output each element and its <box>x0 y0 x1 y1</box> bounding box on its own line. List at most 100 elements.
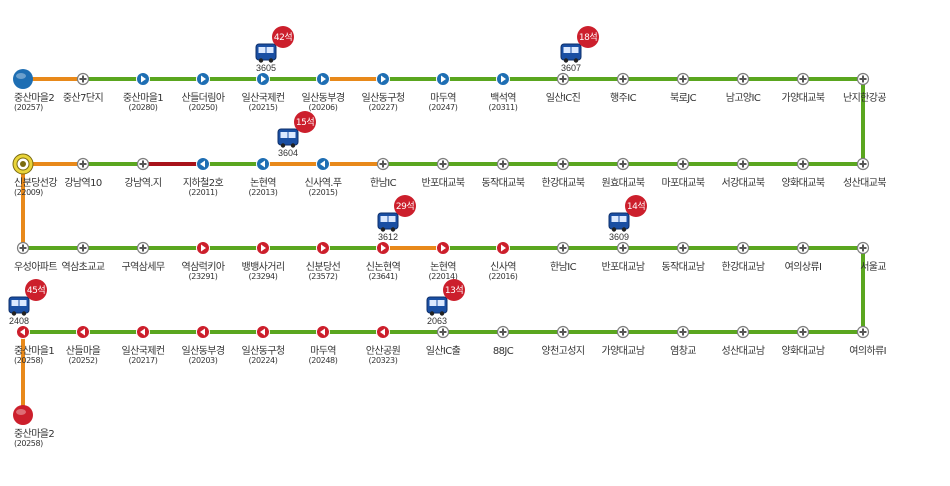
bus-icon <box>608 212 630 232</box>
stop-marker[interactable] <box>556 157 570 171</box>
stop-name: 논현역 <box>250 177 276 189</box>
bus-icon <box>426 296 448 316</box>
stop-marker[interactable] <box>16 241 30 255</box>
stop-marker[interactable] <box>856 157 870 171</box>
stop-code: (23641) <box>369 272 398 281</box>
stop-marker[interactable] <box>256 157 270 171</box>
stop-marker[interactable] <box>736 72 750 86</box>
stop-name: 원효대교북 <box>601 177 644 189</box>
stop-marker[interactable] <box>436 72 450 86</box>
stop-marker[interactable] <box>676 72 690 86</box>
stop-name: 성산대교남 <box>721 345 764 357</box>
stop-marker[interactable] <box>616 325 630 339</box>
stop-marker[interactable] <box>676 157 690 171</box>
stop-marker[interactable] <box>256 325 270 339</box>
stop-marker[interactable] <box>136 325 150 339</box>
stop-name: 한남IC <box>550 261 577 273</box>
stop-marker[interactable] <box>76 72 90 86</box>
stop-marker[interactable] <box>796 72 810 86</box>
stop-marker[interactable] <box>736 325 750 339</box>
stop-marker[interactable] <box>436 157 450 171</box>
stop-marker[interactable] <box>376 241 390 255</box>
stop-marker[interactable] <box>676 325 690 339</box>
stop-marker[interactable] <box>12 153 34 175</box>
stop-name: 마두역 <box>310 345 336 357</box>
stop-marker[interactable] <box>136 72 150 86</box>
stop-marker[interactable] <box>76 157 90 171</box>
seat-count: 42석 <box>274 32 292 43</box>
stop-marker[interactable] <box>376 72 390 86</box>
stop-marker[interactable] <box>496 325 510 339</box>
stop-name: 구역삼세무 <box>121 261 164 273</box>
stop-marker[interactable] <box>796 241 810 255</box>
bus-icon <box>8 296 30 316</box>
stop-marker[interactable] <box>196 325 210 339</box>
stop-marker[interactable] <box>616 241 630 255</box>
stop-marker[interactable] <box>376 325 390 339</box>
stop-marker[interactable] <box>256 72 270 86</box>
stop-marker[interactable] <box>376 157 390 171</box>
stop-marker[interactable] <box>856 325 870 339</box>
bus-number: 2063 <box>427 316 447 326</box>
stop-marker[interactable] <box>136 241 150 255</box>
stop-name: 양화대교남 <box>781 345 824 357</box>
stop-code: (20258) <box>14 439 43 448</box>
stop-marker[interactable] <box>496 72 510 86</box>
stop-name: 염창교 <box>670 345 696 357</box>
stop-marker[interactable] <box>856 241 870 255</box>
stop-marker[interactable] <box>196 157 210 171</box>
stop-marker[interactable] <box>136 157 150 171</box>
bus-marker[interactable]: 3605 42석 <box>255 26 294 73</box>
stop-marker[interactable] <box>13 405 33 425</box>
stop-marker[interactable] <box>13 69 33 89</box>
stop-name: 일산국제컨 <box>241 92 284 104</box>
stop-name: 한강대교남 <box>721 261 764 273</box>
stop-marker[interactable] <box>256 241 270 255</box>
bus-number: 3605 <box>256 63 276 73</box>
stop-name: 한남IC <box>370 177 397 189</box>
stop-marker[interactable] <box>436 241 450 255</box>
stop-marker[interactable] <box>496 157 510 171</box>
stop-marker[interactable] <box>76 241 90 255</box>
stop-name: 반포대교남 <box>601 261 644 273</box>
stop-marker[interactable] <box>316 72 330 86</box>
stop-marker[interactable] <box>316 241 330 255</box>
stop-marker[interactable] <box>196 241 210 255</box>
stop-markers <box>12 69 870 425</box>
stop-marker[interactable] <box>196 72 210 86</box>
stop-marker[interactable] <box>556 72 570 86</box>
stop-marker[interactable] <box>316 157 330 171</box>
stop-marker[interactable] <box>736 157 750 171</box>
stop-marker[interactable] <box>616 157 630 171</box>
stop-code: (20227) <box>369 103 398 112</box>
bus-icon <box>255 43 277 63</box>
stop-code: (20248) <box>309 356 338 365</box>
stop-marker[interactable] <box>16 325 30 339</box>
stop-name: 일산동부경 <box>301 91 344 104</box>
stop-marker[interactable] <box>796 325 810 339</box>
stop-marker[interactable] <box>76 325 90 339</box>
stop-marker[interactable] <box>796 157 810 171</box>
stop-name: 일산국제컨 <box>121 345 164 357</box>
stop-marker[interactable] <box>616 72 630 86</box>
stop-name: 산들더림아 <box>181 92 224 104</box>
stop-name: 역삼럭키아 <box>181 261 224 273</box>
stop-marker[interactable] <box>856 72 870 86</box>
stop-marker[interactable] <box>736 241 750 255</box>
stop-marker[interactable] <box>316 325 330 339</box>
stop-code: (22014) <box>429 272 458 281</box>
stop-marker[interactable] <box>556 241 570 255</box>
stop-marker[interactable] <box>556 325 570 339</box>
stop-marker[interactable] <box>496 241 510 255</box>
stop-marker[interactable] <box>436 325 450 339</box>
stop-name: 중산마을2 <box>14 428 54 440</box>
stop-marker[interactable] <box>676 241 690 255</box>
stop-name: 서강대교북 <box>721 177 764 189</box>
